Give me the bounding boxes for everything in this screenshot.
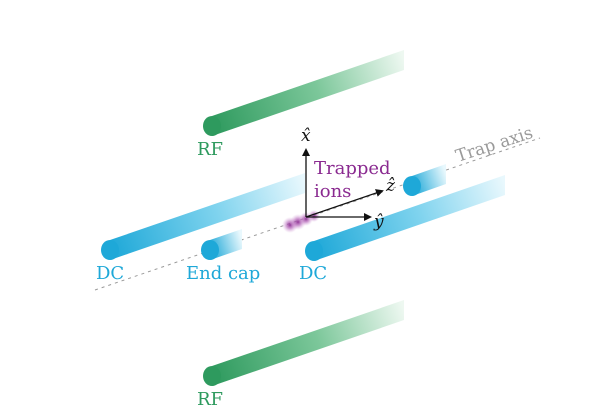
y-axis-label: ŷ	[373, 212, 384, 232]
trapped-ions-label-line2: ions	[314, 181, 351, 202]
rf-rod-bottom	[203, 300, 404, 386]
dc-rod-left	[101, 173, 305, 260]
dc-label-left: DC	[96, 263, 124, 284]
end-cap-label: End cap	[186, 263, 260, 284]
rf-label-bottom: RF	[197, 389, 223, 410]
end-cap-left	[201, 229, 242, 260]
trapped-ions	[282, 210, 320, 233]
end-cap-right	[403, 164, 446, 196]
z-axis-arrow	[305, 189, 384, 218]
dc-rod-right	[305, 175, 505, 261]
trapped-ions-label-line1: Trapped	[314, 158, 391, 179]
x-axis-label: x̂	[301, 126, 311, 146]
dc-label-right: DC	[299, 263, 327, 284]
rf-label-top: RF	[197, 139, 223, 160]
z-axis-label: ẑ	[385, 176, 396, 196]
rf-rod-top	[203, 50, 404, 136]
trap-axis-label: Trap axis	[453, 123, 535, 167]
trap-axis-line	[94, 137, 541, 291]
